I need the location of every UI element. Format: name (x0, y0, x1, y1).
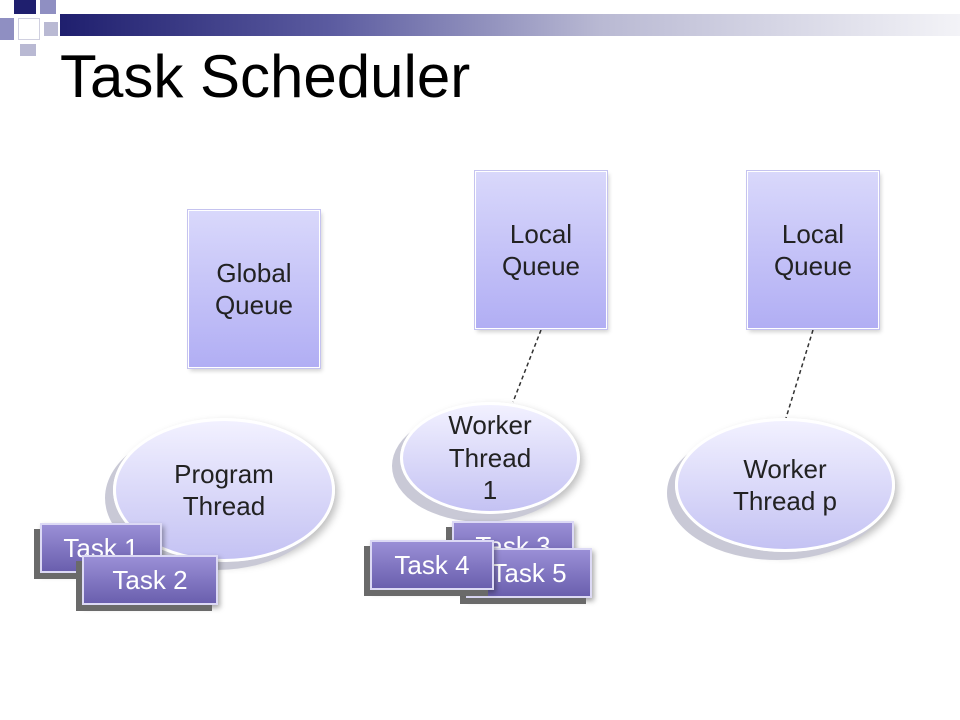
decorative-square (40, 0, 56, 14)
slide-title: Task Scheduler (60, 43, 471, 110)
task-2: Task 2 (82, 555, 218, 605)
global-queue: Global Queue (188, 210, 320, 368)
local-queue-p-label: Local Queue (773, 218, 853, 282)
connector-worker-1-to-local-queue (512, 329, 542, 403)
local-queue-p: Local Queue (747, 171, 879, 329)
worker-thread-p: Worker Thread p (675, 418, 895, 552)
header-gradient-bar (60, 14, 960, 36)
worker-thread-1-label: Worker Thread 1 (448, 410, 532, 506)
decorative-square (20, 44, 36, 56)
worker-thread-p-label: Worker Thread p (732, 453, 838, 517)
local-queue-1: Local Queue (475, 171, 607, 329)
program-thread-label: Program Thread (174, 458, 274, 522)
global-queue-label: Global Queue (214, 257, 294, 321)
decorative-square (14, 0, 36, 14)
worker-thread-1: Worker Thread 1 (400, 402, 580, 514)
connector-worker-p-to-local-queue (785, 329, 814, 419)
decorative-square (18, 18, 40, 40)
task-4: Task 4 (370, 540, 494, 590)
decorative-square (0, 18, 14, 40)
local-queue-1-label: Local Queue (501, 218, 581, 282)
decorative-square (44, 22, 58, 36)
